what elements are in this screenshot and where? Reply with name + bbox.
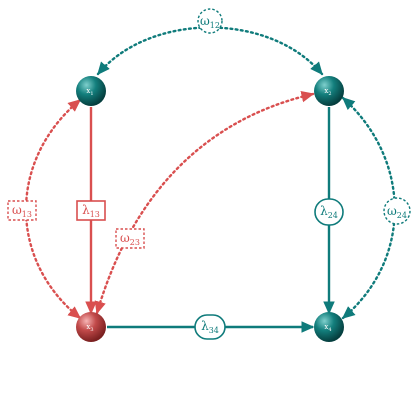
label-omega24: ω24 — [383, 197, 411, 225]
edge-omega12 — [96, 26, 324, 76]
label-lambda34: λ34 — [194, 314, 226, 340]
label-omega13: ω13 — [7, 200, 37, 221]
svg-text:λ34: λ34 — [201, 319, 219, 335]
node-x3: x3 — [76, 312, 106, 342]
svg-text:x4: x4 — [324, 323, 331, 333]
node-x1: x1 — [76, 76, 106, 106]
node-x4: x4 — [314, 312, 344, 342]
svg-text:x2: x2 — [324, 87, 331, 97]
svg-text:λ13: λ13 — [82, 203, 100, 219]
svg-text:ω24: ω24 — [387, 204, 407, 220]
svg-text:ω23: ω23 — [120, 231, 140, 247]
label-lambda24: λ24 — [314, 198, 344, 226]
edge-omega23 — [94, 90, 315, 315]
label-lambda13: λ13 — [76, 200, 106, 221]
svg-text:x1: x1 — [86, 87, 93, 97]
svg-text:x3: x3 — [86, 323, 93, 333]
label-omega12: ω12 — [197, 8, 223, 34]
svg-text:ω12: ω12 — [200, 14, 220, 30]
node-x2: x2 — [314, 76, 344, 106]
label-omega23: ω23 — [115, 228, 145, 249]
svg-text:λ24: λ24 — [320, 204, 338, 220]
svg-text:ω13: ω13 — [12, 203, 32, 219]
